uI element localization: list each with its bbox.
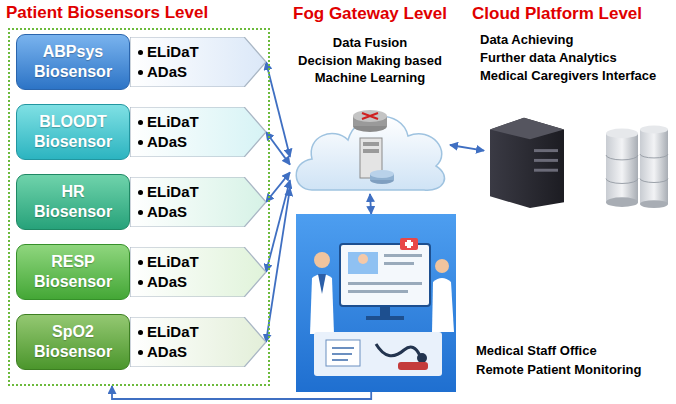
function-name: ADaS	[147, 273, 187, 291]
function-name: ELiDaT	[147, 43, 199, 61]
bullet-dot	[138, 210, 143, 215]
bullet-dot	[138, 280, 143, 285]
feature-text: Further data Analytics	[480, 49, 672, 66]
feature-text: Medical Staff Office	[476, 342, 668, 359]
medical-office: Medical Staff OfficeRemote Patient Monit…	[296, 214, 672, 392]
level-heading: Fog Gateway Level	[290, 4, 450, 24]
bullet-dot	[138, 140, 143, 145]
bullet-dot	[138, 120, 143, 125]
feature-text: Decision Making based Machine Learning	[280, 52, 460, 86]
bullet-row: ADaS	[138, 132, 266, 152]
function-name: ADaS	[147, 63, 187, 81]
function-arrow: ELiDaT ADaS	[130, 107, 266, 157]
function-arrow: ELiDaT ADaS	[130, 247, 266, 297]
biosensor-name: HR Biosensor	[29, 182, 117, 222]
bullet-dot	[138, 190, 143, 195]
biosensor-name: SpO2 Biosensor	[29, 322, 117, 362]
fog-gateway: Fog Gateway LevelData FusionDecision Mak…	[290, 96, 450, 194]
function-name: ELiDaT	[147, 323, 199, 341]
bullet-dot	[138, 50, 143, 55]
connector-arrow	[370, 194, 371, 214]
node-illustration	[484, 100, 670, 210]
function-name: ELiDaT	[147, 113, 199, 131]
bullet-row: ELiDaT	[138, 42, 266, 62]
bullet-dot	[138, 260, 143, 265]
function-arrow: ELiDaT ADaS	[130, 177, 266, 227]
function-name: ELiDaT	[147, 183, 199, 201]
level-heading: Patient Biosensors Level	[6, 3, 208, 23]
biosensor-name: BLOODT Biosensor	[29, 112, 117, 152]
node-illustration	[296, 214, 456, 392]
level-group: Patient Biosensors LevelABPsys Biosensor…	[8, 28, 270, 386]
bullet-row: ELiDaT	[138, 252, 266, 272]
bullet-dot	[138, 330, 143, 335]
feature-text: Data Achieving	[480, 31, 672, 48]
bullet-row: ELiDaT	[138, 112, 266, 132]
biosensor-name: RESP Biosensor	[29, 252, 117, 292]
biosensor-box: SpO2 Biosensor	[16, 314, 130, 370]
function-arrow: ELiDaT ADaS	[130, 37, 266, 87]
function-name: ADaS	[147, 343, 187, 361]
biosensor-name: ABPsys Biosensor	[29, 42, 117, 82]
bullet-row: ADaS	[138, 342, 266, 362]
biosensor-box: RESP Biosensor	[16, 244, 130, 300]
biosensor-box: ABPsys Biosensor	[16, 34, 130, 90]
bullet-row: ELiDaT	[138, 182, 266, 202]
bullet-row: ADaS	[138, 62, 266, 82]
biosensor-box: BLOODT Biosensor	[16, 104, 130, 160]
bullet-row: ADaS	[138, 202, 266, 222]
function-name: ELiDaT	[147, 253, 199, 271]
bullet-row: ADaS	[138, 272, 266, 292]
function-name: ADaS	[147, 203, 187, 221]
bullet-dot	[138, 350, 143, 355]
bullet-dot	[138, 70, 143, 75]
feature-text: Medical Caregivers Interface	[480, 67, 672, 84]
node-illustration	[290, 96, 450, 194]
feature-text: Remote Patient Monitoring	[476, 361, 668, 378]
function-arrow: ELiDaT ADaS	[130, 317, 266, 367]
cloud-platform: Cloud Platform LevelData AchievingFurthe…	[484, 100, 670, 210]
connector-arrow	[450, 145, 484, 151]
feature-text: Data Fusion	[280, 34, 460, 51]
bullet-row: ELiDaT	[138, 322, 266, 342]
biosensor-box: HR Biosensor	[16, 174, 130, 230]
function-name: ADaS	[147, 133, 187, 151]
level-heading: Cloud Platform Level	[472, 4, 668, 24]
